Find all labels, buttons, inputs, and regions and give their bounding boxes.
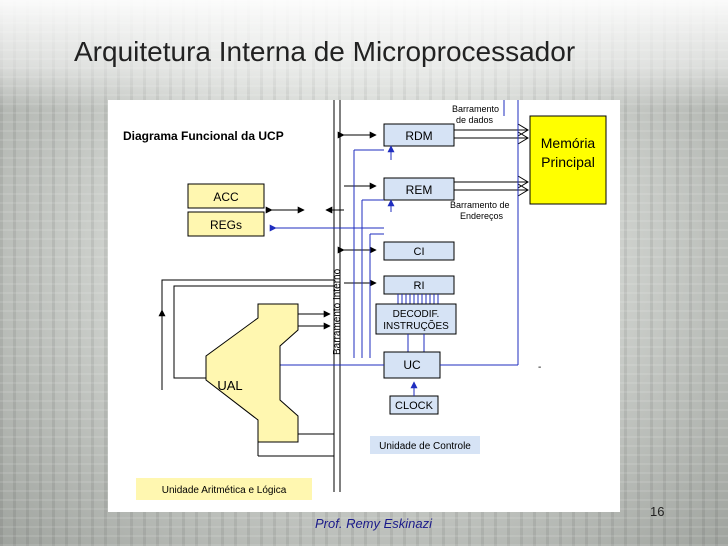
uc-label: UC [403, 358, 421, 372]
clock-label: CLOCK [395, 400, 434, 412]
regs-label: REGs [210, 218, 242, 232]
title-fade [0, 0, 728, 110]
data-bus-arrow-2 [517, 131, 529, 145]
internal-bus-label: Barramento Interno [332, 268, 343, 355]
decodif-label-2: INSTRUÇÕES [383, 319, 449, 332]
data-bus-label-2: de dados [456, 115, 494, 125]
unidade-ula-box [136, 478, 312, 500]
rem-block [383, 177, 455, 201]
rdm-label: RDM [405, 129, 432, 143]
rdm-block [383, 123, 455, 147]
feedback-loop-outer [173, 285, 334, 379]
address-bus-label-2: Endereços [460, 211, 504, 221]
rem-label: REM [406, 183, 433, 197]
unidade-controle-box [370, 436, 480, 454]
cpu-diagram: Diagrama Funcional da UCP Barramento Int… [123, 100, 607, 500]
ual-label: UAL [217, 378, 242, 393]
decodif-block [375, 303, 457, 335]
unidade-controle-label: Unidade de Controle [379, 441, 471, 452]
ci-block [383, 241, 455, 261]
memoria-label-2: Principal [541, 154, 595, 170]
ual-block [205, 303, 299, 443]
memoria-label-1: Memória [541, 135, 596, 151]
ri-decoder-lines [397, 294, 439, 304]
data-bus-label-1: Barramento [452, 104, 499, 114]
diagram-panel: Diagrama Funcional da UCP Barramento Int… [108, 100, 620, 512]
acc-block [187, 183, 265, 209]
stray-dash: - [538, 362, 541, 373]
author-footer: Prof. Remy Eskinazi [315, 516, 433, 531]
decodif-label-1: DECODIF. [393, 309, 440, 320]
memoria-principal-block [529, 115, 607, 205]
address-bus-label-1: Barramento de [450, 200, 510, 210]
address-bus-arrow-2 [517, 183, 529, 197]
diagram-heading: Diagrama Funcional da UCP [123, 129, 284, 143]
unidade-ula-label: Unidade Aritmética e Lógica [162, 485, 287, 496]
page-number: 16 [650, 504, 665, 519]
ci-label: CI [414, 246, 425, 258]
uc-block [383, 351, 441, 379]
ri-block [383, 275, 455, 295]
feedback-loop-top [161, 279, 334, 390]
regs-block [187, 211, 265, 237]
acc-label: ACC [213, 190, 239, 204]
slide-title: Arquitetura Interna de Microprocessador [74, 36, 576, 67]
ri-label: RI [414, 280, 425, 292]
